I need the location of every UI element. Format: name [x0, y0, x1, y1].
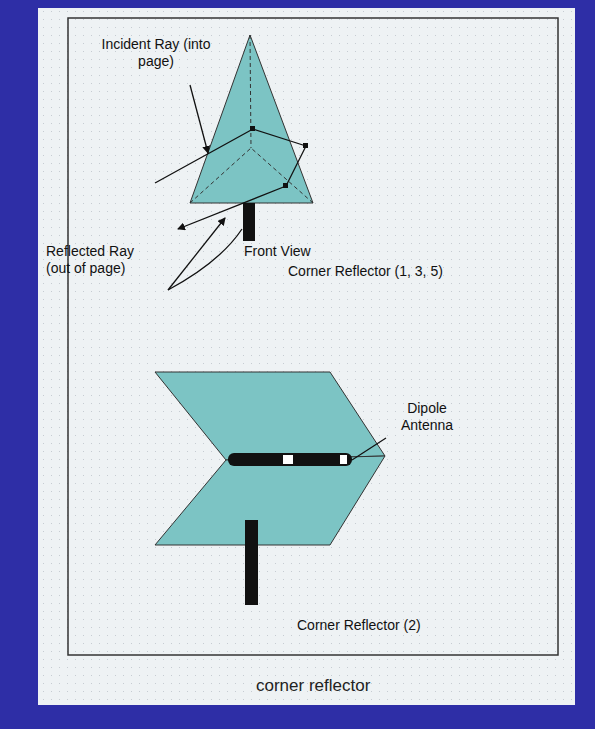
diagram-caption: corner reflector — [256, 677, 370, 694]
part-label: Corner Reflector (1, 3, 5) — [288, 263, 443, 280]
view-label: Front View — [244, 243, 311, 260]
part-label: Corner Reflector (2) — [297, 617, 421, 634]
ray-label: Incident Ray (into page) — [100, 36, 212, 70]
part-label: Dipole Antenna — [392, 400, 462, 434]
ray-label: Reflected Ray (out of page) — [46, 243, 158, 277]
